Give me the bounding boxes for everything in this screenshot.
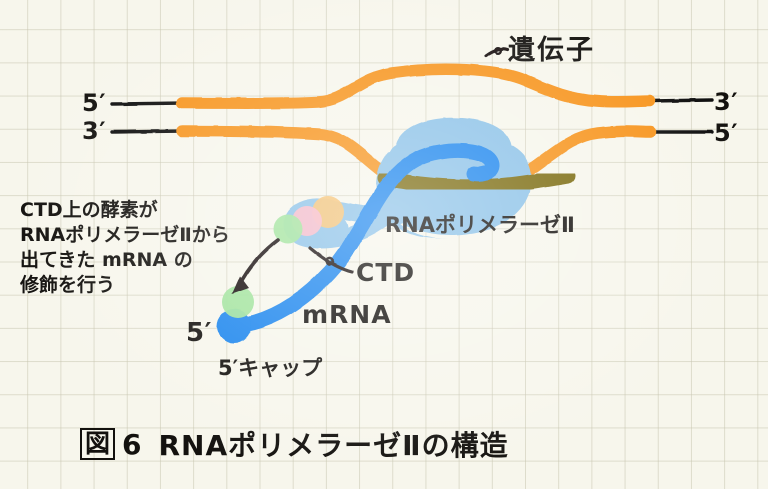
- enzyme-green-circle: [273, 214, 303, 244]
- annotation-line-1: CTD上の酵素が: [20, 199, 158, 221]
- figure-caption-text: RNAポリメラーゼⅡの構造: [158, 429, 509, 462]
- note-arrow: [232, 238, 280, 294]
- label-ctd: CTD: [356, 258, 416, 287]
- label-gene: 遺伝子: [508, 35, 595, 66]
- annotation-line-3: 出てきた mRNA の: [20, 249, 193, 271]
- annotation-note: CTD上の酵素が RNAポリメラーゼⅡから 出てきた mRNA の 修飾を行う: [20, 198, 230, 298]
- ctd-pointer-icon: [308, 246, 354, 274]
- label-rna-polymerase: RNAポリメラーゼⅡ: [385, 213, 575, 237]
- gene-pointer-icon: [484, 47, 510, 58]
- figure-caption-box-label: 図: [80, 428, 116, 460]
- annotation-line-2: RNAポリメラーゼⅡから: [20, 224, 230, 246]
- ctd-enzymes: [273, 196, 344, 244]
- figure-caption-number: 6: [122, 427, 142, 461]
- label-dna-left-bottom: 3′: [82, 117, 107, 145]
- figure-caption: 図 6 RNAポリメラーゼⅡの構造: [80, 424, 509, 464]
- label-dna-right-top: 3′: [714, 88, 739, 116]
- dna-strand-top: [176, 63, 656, 109]
- five-prime-cap-circle: [222, 286, 254, 318]
- label-mrna: mRNA: [302, 300, 392, 329]
- mrna-5prime-end-dot: [217, 309, 251, 343]
- label-dna-left-top: 5′: [82, 89, 107, 117]
- dna-line-extensions: [110, 98, 714, 134]
- label-mrna-five-prime: 5′: [186, 318, 212, 348]
- polymerase-cleft: [377, 168, 576, 195]
- annotation-line-4: 修飾を行う: [20, 274, 116, 296]
- label-dna-right-bottom: 5′: [714, 119, 739, 147]
- label-five-prime-cap: 5′キャップ: [218, 356, 323, 380]
- mrna-strand: [217, 142, 500, 343]
